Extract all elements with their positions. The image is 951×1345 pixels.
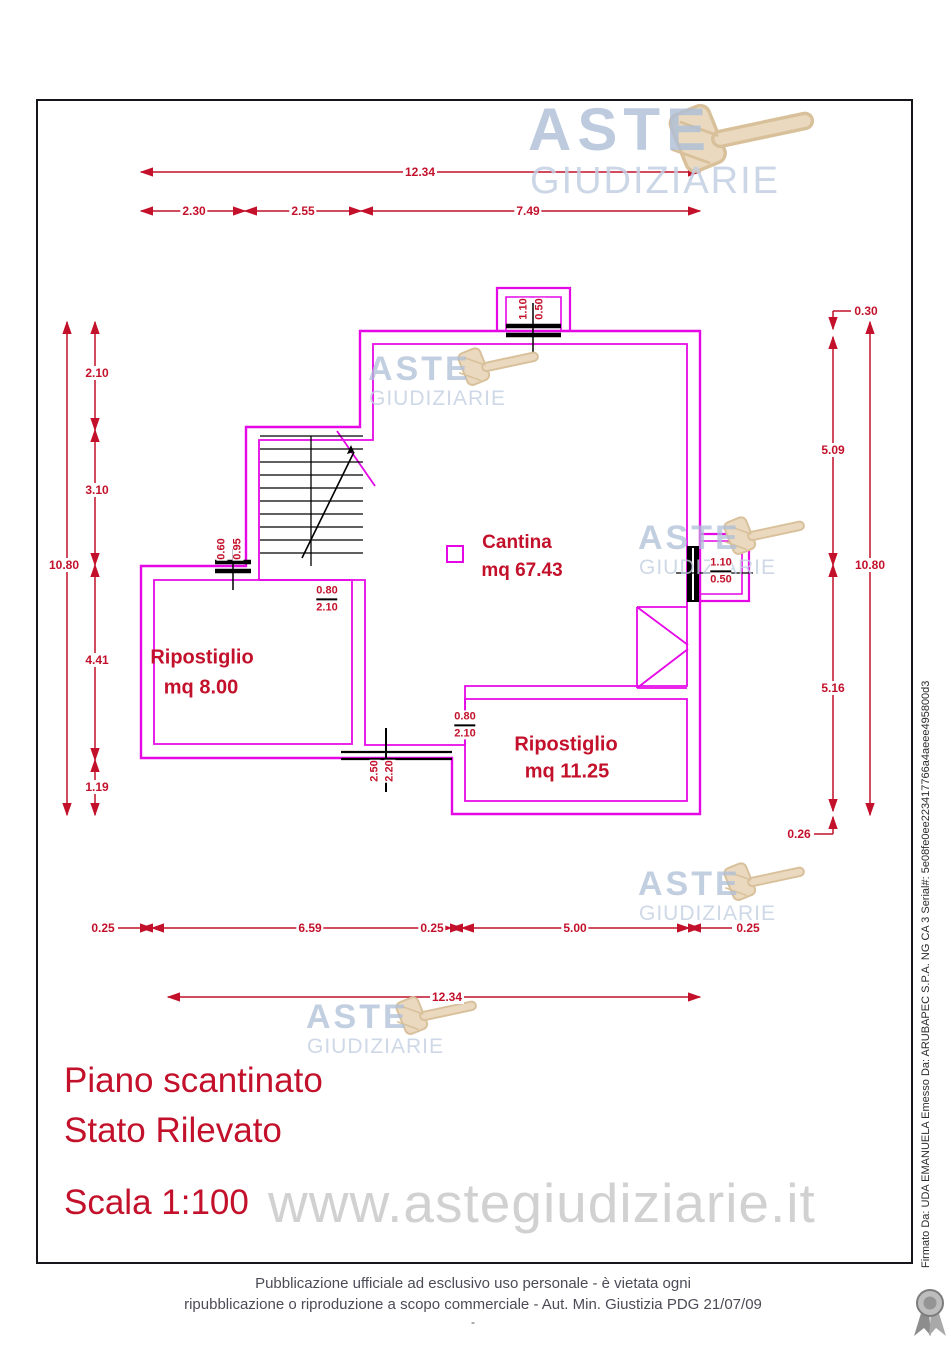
dim-right-seg-4: 0.26 <box>785 827 813 841</box>
logo-giudiziarie-text: GIUDIZIARIE <box>369 387 507 410</box>
watermark-logo: ASTE GIUDIZIARIE <box>638 521 808 593</box>
watermark-logo: ASTE GIUDIZIARIE <box>638 867 808 939</box>
fraction-bar <box>316 598 338 600</box>
footer-line2: ripubblicazione o riproduzione a scopo c… <box>184 1296 762 1313</box>
room-area-ripostiglio-left: mq 8.00 <box>163 676 239 699</box>
left-window-width: 0.60 <box>215 537 228 561</box>
left-window-height: 0.95 <box>231 537 244 561</box>
logo-giudiziarie-text: GIUDIZIARIE <box>639 902 777 925</box>
footer-line1: Pubblicazione ufficiale ad esclusivo uso… <box>255 1275 691 1292</box>
dim-bottom-total: 12.34 <box>429 990 465 1004</box>
dim-left-seg-2: 3.10 <box>83 483 111 497</box>
room-area-cantina: mq 67.43 <box>481 560 563 581</box>
left-door-size-label: 0.80 2.10 <box>316 584 338 614</box>
dim-right-seg-2: 5.09 <box>819 443 847 457</box>
room-area-ripostiglio-right: mq 11.25 <box>524 760 610 783</box>
logo-aste-text: ASTE <box>638 865 741 903</box>
fraction-bar <box>710 570 732 572</box>
window-height: 0.50 <box>710 573 732 585</box>
window-width: 1.10 <box>710 556 732 569</box>
door-width: 0.80 <box>454 710 476 723</box>
plan-title-line1: Piano scantinato <box>64 1061 323 1100</box>
logo-giudiziarie-text: GIUDIZIARIE <box>307 1035 445 1058</box>
dim-top-seg-2: 2.55 <box>289 204 317 218</box>
dim-bottom-seg-1: 0.25 <box>89 921 117 935</box>
room-name-cantina: Cantina <box>482 532 552 553</box>
dim-bottom-seg-3: 0.25 <box>418 921 446 935</box>
bottom-opening-width: 2.50 <box>368 759 381 783</box>
watermark-logo: ASTE GIUDIZIARIE <box>306 1000 476 1072</box>
logo-aste-text: ASTE <box>368 350 471 388</box>
website-watermark: www.astegiudiziarie.it <box>268 1172 816 1234</box>
top-window-width: 1.10 <box>517 297 530 321</box>
dim-left-total: 10.80 <box>46 558 82 572</box>
digital-signature-text: Firmato Da: UDA EMANUELA Emesso Da: ARUB… <box>920 680 932 1268</box>
storage-door-size-label: 0.80 2.10 <box>454 710 476 740</box>
dim-bottom-seg-2: 6.59 <box>296 921 324 935</box>
dim-left-seg-4: 1.19 <box>83 780 111 794</box>
plan-title-line2: Stato Rilevato <box>64 1111 282 1150</box>
logo-aste-text: ASTE <box>528 96 713 163</box>
logo-giudiziarie-text: GIUDIZIARIE <box>639 556 777 579</box>
dim-bottom-seg-4: 5.00 <box>561 921 589 935</box>
drawing-frame-border <box>36 99 913 1264</box>
right-window-size-label: 1.10 0.50 <box>710 556 732 586</box>
room-name-ripostiglio-left: Ripostiglio <box>150 646 254 669</box>
dim-right-seg-1: 0.30 <box>852 304 880 318</box>
door-width: 0.80 <box>316 584 338 597</box>
bottom-opening-height: 2.20 <box>383 759 396 783</box>
fraction-bar <box>454 724 476 726</box>
dim-left-seg-3: 4.41 <box>83 653 111 667</box>
footer-dash: - <box>471 1315 475 1329</box>
logo-aste-text: ASTE <box>306 998 409 1036</box>
watermark-logo: ASTE GIUDIZIARIE <box>368 352 538 424</box>
logo-giudiziarie-text: GIUDIZIARIE <box>530 160 781 202</box>
room-name-ripostiglio-right: Ripostiglio <box>514 733 618 756</box>
door-height: 2.10 <box>316 601 338 613</box>
dim-bottom-seg-5: 0.25 <box>734 921 762 935</box>
dim-right-seg-3: 5.16 <box>819 681 847 695</box>
dim-top-total: 12.34 <box>402 165 438 179</box>
plan-scale: Scala 1:100 <box>64 1183 249 1222</box>
dim-right-total: 10.80 <box>852 558 888 572</box>
dim-top-seg-1: 2.30 <box>180 204 208 218</box>
dim-left-seg-1: 2.10 <box>83 366 111 380</box>
logo-aste-text: ASTE <box>638 519 741 557</box>
top-window-height: 0.50 <box>533 297 546 321</box>
dim-top-seg-3: 7.49 <box>514 204 542 218</box>
door-height: 2.10 <box>454 727 476 739</box>
aste-giudiziarie-logo: ASTE GIUDIZIARIE <box>528 100 828 215</box>
